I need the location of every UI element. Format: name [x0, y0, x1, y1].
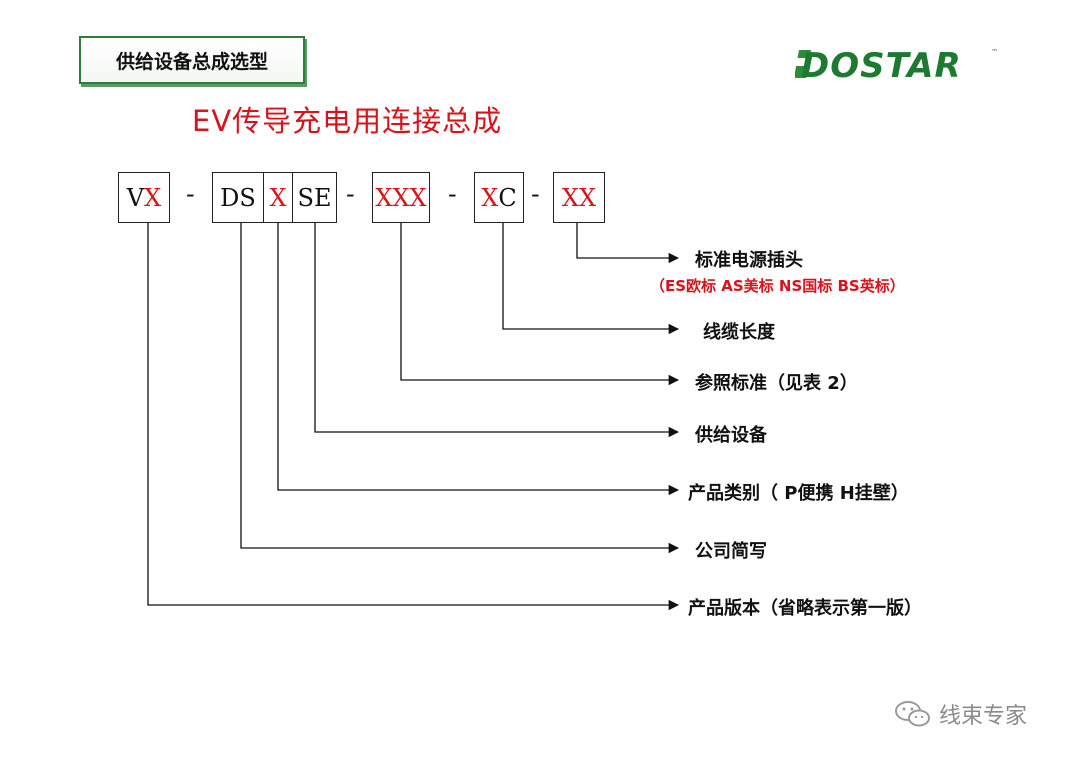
- code-box-company: DS: [212, 172, 264, 223]
- connector-cable: [502, 223, 680, 335]
- label-plug-standards: （ES欧标 AS美标 NS国标 BS英标）: [650, 277, 905, 295]
- code-box-plug: XX: [553, 172, 605, 223]
- code-box-cable-fixed: C: [498, 183, 517, 212]
- label-plug: 标准电源插头: [695, 250, 803, 271]
- code-box-version-variable: X: [144, 183, 162, 212]
- code-box-company-fixed: DS: [220, 183, 256, 212]
- code-box-version-fixed: V: [126, 183, 145, 212]
- label-product-version: 产品版本（省略表示第一版）: [688, 598, 922, 619]
- label-product-category: 产品类别（ P便携 H挂壁）: [688, 483, 909, 504]
- connector-category: [277, 223, 680, 496]
- code-box-standard: XXX: [372, 172, 430, 223]
- logo-wordmark: DOSTAR: [801, 46, 962, 84]
- code-box-category: X: [263, 172, 293, 223]
- logo-trademark: ™: [991, 48, 998, 56]
- code-box-supply: SE: [292, 172, 337, 223]
- section-title-box: 供给设备总成选型: [79, 36, 305, 84]
- code-box-category-variable: X: [269, 183, 287, 212]
- label-supply-equipment: 供给设备: [695, 425, 767, 446]
- connector-version: [147, 223, 680, 611]
- code-dash-4: -: [531, 180, 540, 208]
- code-dash-3: -: [448, 180, 457, 208]
- diagram-title: EV传导充电用连接总成: [192, 104, 503, 138]
- connector-company: [240, 223, 680, 554]
- connector-plug: [576, 223, 680, 264]
- code-dash-2: -: [346, 180, 355, 208]
- code-box-supply-fixed: SE: [297, 183, 332, 212]
- code-dash-1: -: [186, 180, 195, 208]
- wechat-icon: [895, 701, 930, 727]
- watermark: 线束专家: [893, 698, 1027, 730]
- code-box-cable-variable: X: [481, 183, 499, 212]
- code-box-standard-variable: XXX: [375, 183, 427, 212]
- dostar-logo: DOSTAR ™: [795, 46, 998, 84]
- watermark-text: 线束专家: [939, 704, 1028, 729]
- label-company-abbr: 公司简写: [695, 541, 767, 562]
- logo-stripes: [795, 50, 811, 78]
- connector-supply: [314, 223, 680, 438]
- code-box-plug-variable: XX: [561, 183, 597, 212]
- section-title: 供给设备总成选型: [115, 50, 268, 73]
- connector-standard: [400, 223, 680, 386]
- label-reference-standard: 参照标准（见表 2）: [695, 373, 858, 394]
- label-cable-length: 线缆长度: [703, 322, 775, 343]
